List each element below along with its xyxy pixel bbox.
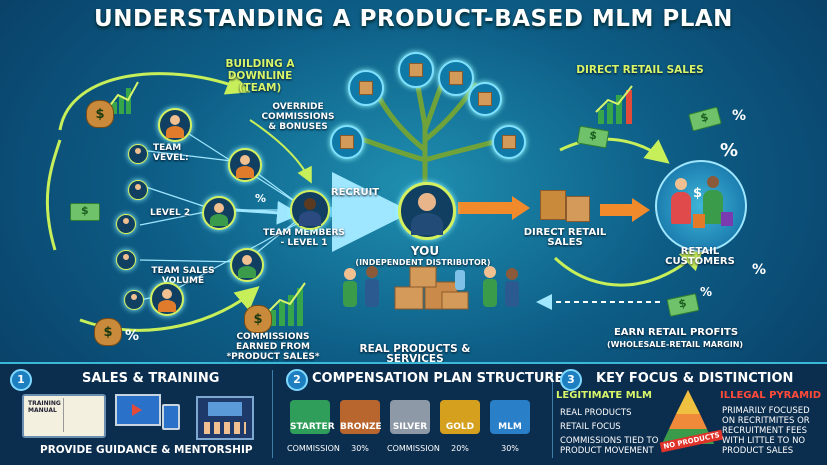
product-bubble bbox=[468, 82, 502, 116]
team-member-avatar bbox=[202, 196, 236, 230]
money-bag-icon: $ bbox=[94, 318, 122, 346]
team-member-level1-avatar bbox=[290, 190, 330, 230]
earn-retail-profits-sub-label: (WHOLESALE-RETAIL MARGIN) bbox=[606, 340, 744, 349]
legit-mlm-title: LEGITIMATE MLM bbox=[556, 390, 652, 401]
small-avatar bbox=[124, 290, 144, 310]
percent-icon: % bbox=[125, 328, 140, 344]
product-bubble bbox=[348, 70, 384, 106]
override-commissions-label: OVERRIDE COMMISSIONS & BONUSES bbox=[261, 102, 335, 132]
level2-label: LEVEL 2 bbox=[150, 208, 191, 218]
retail-customers-circle: $ bbox=[655, 160, 747, 252]
guidance-label: PROVIDE GUIDANCE & MENTORSHIP bbox=[40, 444, 253, 456]
percent-icon: % bbox=[752, 262, 767, 278]
team-level-label: TEAM VEVEL: bbox=[153, 143, 189, 163]
rank-badge-2: SILVER bbox=[390, 400, 430, 434]
building-downline-label: BUILDING A DOWNLINE (TEAM) bbox=[225, 58, 295, 94]
team-member-avatar bbox=[230, 248, 264, 282]
products-label: REAL PRODUCTS & SERVICES bbox=[359, 343, 471, 365]
you-avatar bbox=[398, 182, 456, 240]
people-group-illustration bbox=[343, 266, 519, 310]
rank-badge-caption: 30% bbox=[501, 444, 519, 453]
section-title: COMPENSATION PLAN STRUCTURE bbox=[312, 371, 564, 386]
small-avatar bbox=[116, 214, 136, 234]
percent-icon: % bbox=[700, 285, 713, 299]
team-members-level1-label: TEAM MEMBERS - LEVEL 1 bbox=[263, 228, 345, 248]
product-bubble bbox=[438, 60, 474, 96]
section-title: SALES & TRAINING bbox=[82, 371, 220, 386]
section-sales-training: 1 SALES & TRAINING TRAINING MANUAL PROVI… bbox=[0, 366, 272, 462]
shopping-bag-icon bbox=[566, 196, 590, 222]
page-title: UNDERSTANDING A PRODUCT-BASED MLM PLAN bbox=[94, 6, 733, 32]
section-key-focus: 3 KEY FOCUS & DISTINCTION LEGITIMATE MLM… bbox=[552, 366, 827, 462]
team-sales-volume-label: TEAM SALES VOLUME bbox=[151, 266, 215, 286]
legit-item: RETAIL FOCUS bbox=[560, 422, 621, 432]
earn-retail-profits-label: EARN RETAIL PROFITS bbox=[613, 327, 739, 338]
phone-icon bbox=[162, 404, 180, 430]
product-bubble bbox=[330, 125, 364, 159]
direct-retail-sales-top-label: DIRECT RETAIL SALES bbox=[576, 64, 704, 76]
section-number: 1 bbox=[10, 369, 32, 391]
money-bag-icon: $ bbox=[86, 100, 114, 128]
recruit-label: RECRUIT bbox=[330, 187, 380, 198]
section-title: KEY FOCUS & DISTINCTION bbox=[596, 371, 794, 386]
section-number: 3 bbox=[560, 369, 582, 391]
rank-badge-0: STARTER bbox=[290, 400, 335, 434]
illegal-pyramid-text: PRIMARILY FOCUSED ON RECRITMITES OR RECR… bbox=[722, 406, 810, 456]
rank-badge-caption: 30% bbox=[351, 444, 369, 453]
rank-badge-caption: COMMISSION bbox=[287, 444, 340, 453]
you-label: YOU bbox=[410, 244, 440, 258]
money-bag-icon: $ bbox=[244, 305, 272, 333]
training-manual-icon: TRAINING MANUAL bbox=[22, 394, 106, 438]
divider bbox=[552, 370, 553, 458]
rank-badge-1: BRONZE bbox=[340, 400, 382, 434]
direct-retail-sales-label: DIRECT RETAIL SALES bbox=[523, 227, 607, 248]
divider bbox=[272, 370, 273, 458]
section-number: 2 bbox=[286, 369, 308, 391]
product-bubble bbox=[398, 52, 434, 88]
classroom-icon bbox=[196, 396, 254, 440]
product-bubble bbox=[492, 125, 526, 159]
monitor-icon bbox=[115, 394, 161, 426]
team-member-avatar bbox=[228, 148, 262, 182]
money-icon bbox=[70, 203, 100, 221]
commissions-earned-label: COMMISSIONS EARNED FROM *PRODUCT SALES* bbox=[226, 332, 320, 362]
legit-item: REAL PRODUCTS bbox=[560, 408, 632, 418]
legit-item: COMMISSIONS TIED TO PRODUCT MOVEMENT bbox=[560, 436, 659, 456]
rank-badge-4: MLM bbox=[490, 400, 530, 434]
section-compensation-plan: 2 COMPENSATION PLAN STRUCTURE STARTER COM… bbox=[272, 366, 563, 462]
rank-badge-caption: COMMISSION bbox=[387, 444, 440, 453]
rank-badge-3: GOLD bbox=[440, 400, 480, 434]
team-member-avatar bbox=[150, 282, 184, 316]
percent-icon: % bbox=[255, 192, 267, 205]
retail-customers-label: RETAIL CUSTOMERS bbox=[665, 246, 735, 267]
small-avatar bbox=[128, 144, 148, 164]
shopping-bag-icon bbox=[540, 190, 566, 220]
rank-badge-caption: 20% bbox=[451, 444, 469, 453]
small-avatar bbox=[128, 180, 148, 200]
percent-icon: % bbox=[720, 140, 739, 161]
team-member-avatar bbox=[158, 108, 192, 142]
you-sub-label: (INDEPENDENT DISTRIBUTOR) bbox=[355, 258, 491, 267]
percent-icon: % bbox=[732, 108, 747, 124]
small-avatar bbox=[116, 250, 136, 270]
illegal-pyramid-title: ILLEGAL PYRAMID bbox=[720, 390, 822, 401]
